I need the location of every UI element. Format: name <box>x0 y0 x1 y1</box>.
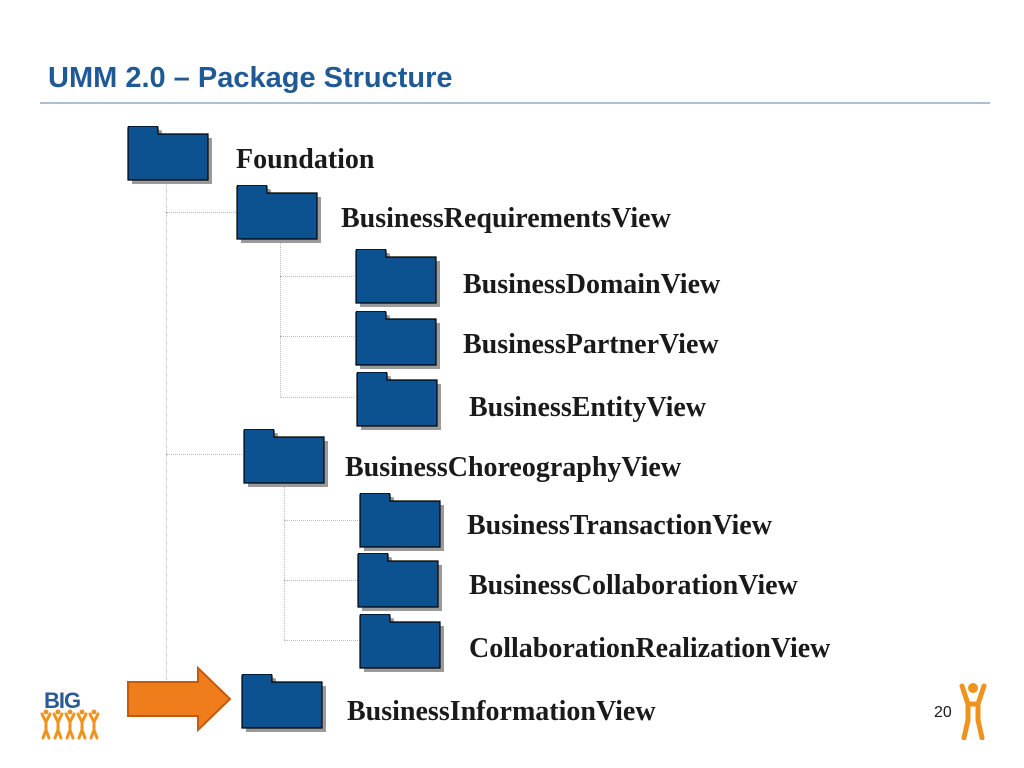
tree-connector-choreography <box>166 454 242 455</box>
package-label-realization: CollaborationRealizationView <box>469 633 831 664</box>
tree-connector-transaction <box>284 520 358 521</box>
package-label-domain: BusinessDomainView <box>463 269 721 300</box>
folder-icon <box>354 311 444 369</box>
person-figure-icon <box>959 683 987 740</box>
package-label-collaboration: BusinessCollaborationView <box>469 570 798 601</box>
folder-icon <box>240 674 330 732</box>
tree-connector-requirements-children <box>280 240 281 398</box>
package-label-information: BusinessInformationView <box>347 696 656 727</box>
package-label-transaction: BusinessTransactionView <box>467 510 772 541</box>
tree-connector-requirements <box>166 212 236 213</box>
slide-title: UMM 2.0 – Package Structure <box>48 62 453 94</box>
tree-connector-collaboration <box>284 580 358 581</box>
package-label-choreography: BusinessChoreographyView <box>345 452 682 483</box>
folder-icon <box>235 185 325 243</box>
tree-connector-partner <box>280 336 354 337</box>
tree-connector-choreography-children <box>284 482 285 640</box>
tree-connector-realization <box>284 640 358 641</box>
tree-connector-entity <box>280 397 354 398</box>
package-label-partner: BusinessPartnerView <box>463 329 719 360</box>
tree-connector-domain <box>280 276 354 277</box>
package-label-entity: BusinessEntityView <box>469 392 707 423</box>
folder-icon <box>358 614 448 672</box>
folder-icon <box>242 429 332 487</box>
folder-icon <box>356 553 446 611</box>
pointer-arrow-icon <box>127 666 232 732</box>
package-label-requirements: BusinessRequirementsView <box>341 203 671 234</box>
people-figures-icon <box>40 709 100 740</box>
title-divider <box>40 102 990 104</box>
big-logo: BIG <box>36 688 100 740</box>
package-label-foundation: Foundation <box>236 144 375 175</box>
folder-icon <box>358 493 448 551</box>
tree-connector-root <box>166 182 167 690</box>
page-number: 20 <box>934 704 952 721</box>
folder-icon <box>354 249 444 307</box>
folder-icon <box>126 126 216 184</box>
big-logo-text: BIG <box>44 688 81 713</box>
folder-icon <box>355 372 445 430</box>
